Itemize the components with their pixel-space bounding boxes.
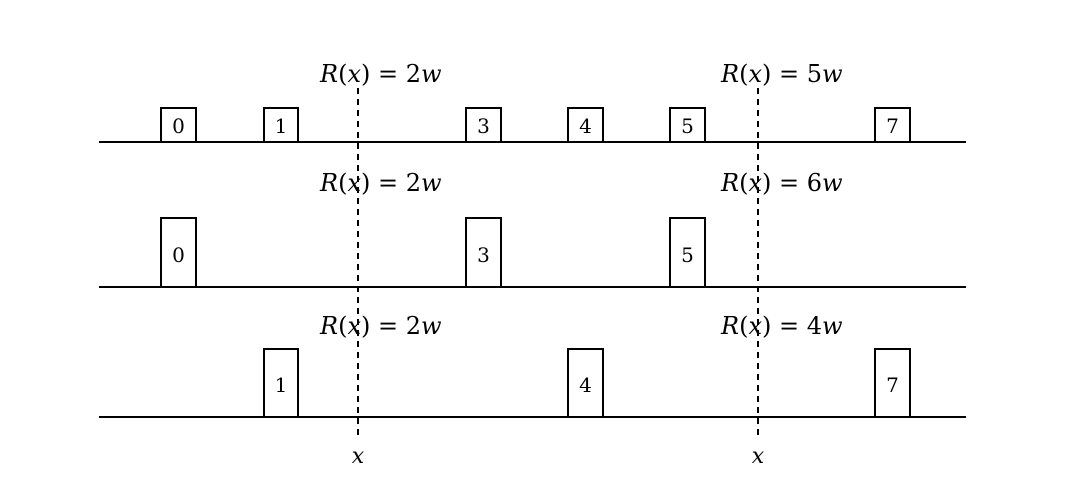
row-1-box-5: 5 [669, 107, 706, 143]
row-3-box-1-label: 1 [275, 373, 288, 397]
row-1-left-formula: R(x) = 2w [319, 60, 442, 88]
row-1-box-3: 3 [465, 107, 502, 143]
cut-left-x-label: x [352, 444, 365, 469]
row-3-box-2-label: 4 [579, 373, 592, 397]
row-3-box-3: 7 [874, 348, 911, 418]
cut-right-x-label: x [752, 444, 765, 469]
row-1-box-4-label: 4 [579, 114, 592, 138]
row-1-box-2: 1 [263, 107, 299, 143]
row-2-box-3-label: 5 [681, 243, 694, 267]
row-1-box-2-label: 1 [275, 114, 288, 138]
row-3-left-formula: R(x) = 2w [319, 312, 442, 340]
row-2-right-formula: R(x) = 6w [720, 169, 843, 197]
row-1-box-1-label: 0 [172, 114, 185, 138]
row-2-box-2-label: 3 [477, 243, 490, 267]
row-3-box-1: 1 [263, 348, 299, 418]
row-2-box-1-label: 0 [172, 243, 185, 267]
row-1-box-6: 7 [874, 107, 911, 143]
row-1-box-4: 4 [567, 107, 604, 143]
row-2-box-1: 0 [160, 217, 197, 288]
row-2-left-formula: R(x) = 2w [319, 169, 442, 197]
row-3-box-2: 4 [567, 348, 604, 418]
row-1-box-1: 0 [160, 107, 197, 143]
row-1-right-formula: R(x) = 5w [720, 60, 843, 88]
row-3-box-3-label: 7 [886, 373, 899, 397]
row-3-right-formula: R(x) = 4w [720, 312, 843, 340]
row-2-box-2: 3 [465, 217, 502, 288]
row-1-box-5-label: 5 [681, 114, 694, 138]
row-2-box-3: 5 [669, 217, 706, 288]
row-1-box-6-label: 7 [886, 114, 899, 138]
row-1-box-3-label: 3 [477, 114, 490, 138]
